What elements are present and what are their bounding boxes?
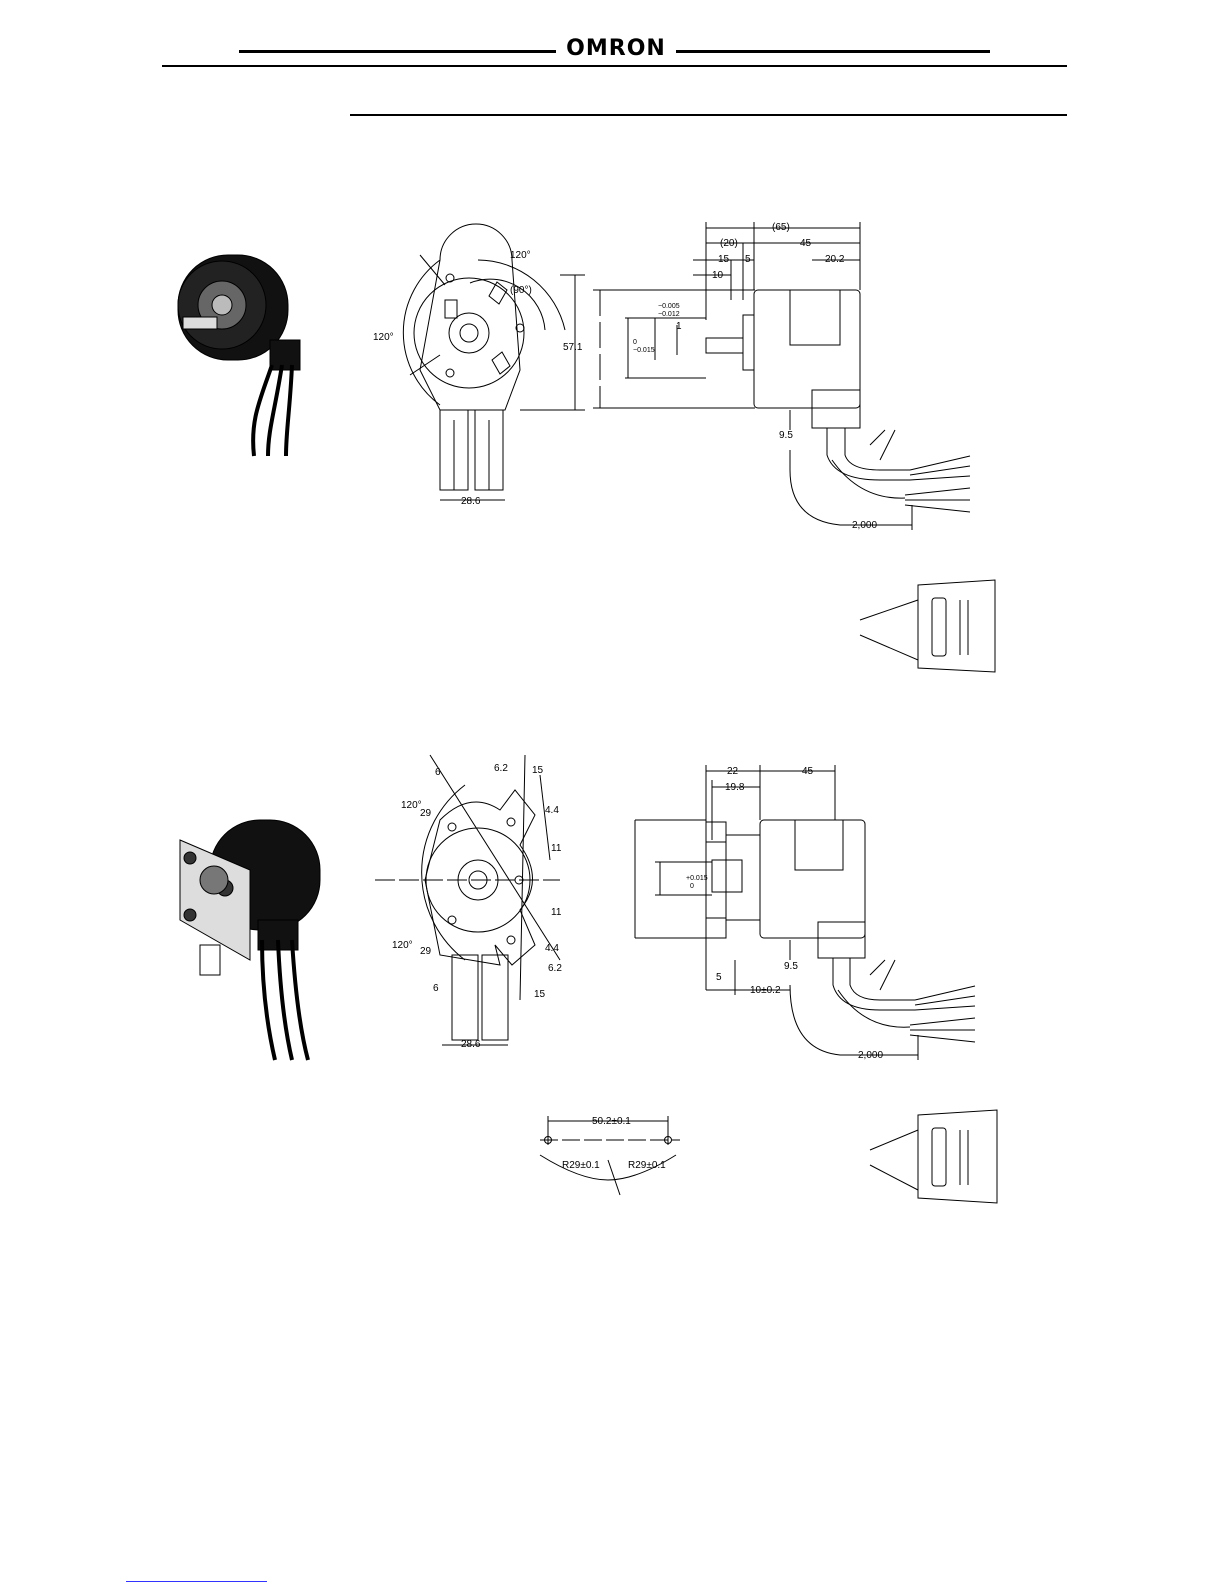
d1-dim-9-5: 9.5	[779, 430, 793, 441]
connector-1	[860, 580, 995, 672]
mount-radius-left: R29±0.1	[562, 1160, 600, 1171]
d1-dim-10: 10	[712, 270, 724, 281]
d1-height: 57.1	[563, 342, 583, 353]
d2-dim-6-2b: 6.2	[548, 963, 562, 974]
d2-cable-length: 2,000	[858, 1050, 883, 1061]
d2-angle-top: 120°	[401, 800, 422, 811]
d1-dim-15: 15	[718, 254, 730, 265]
mounting-holes	[540, 1116, 680, 1195]
d2-dim-5: 5	[716, 972, 722, 983]
d1-dim-20-2: 20.2	[825, 254, 845, 265]
d2-dim-22: 22	[727, 766, 739, 777]
d1-tol-a1: −0.005	[658, 303, 680, 310]
d1-dim-shaft-paren: (20)	[720, 238, 738, 249]
d1-width-bottom: 28.6	[461, 496, 481, 507]
d1-angle-left: 120°	[373, 332, 394, 343]
d2-dim-15b: 15	[534, 989, 546, 1000]
d2-tol-c1: +0.015	[686, 875, 708, 882]
d2-dim-6b: 6	[433, 983, 439, 994]
d2-dim-15a: 15	[532, 765, 544, 776]
d2-angle-bottom: 120°	[392, 940, 413, 951]
d1-dim-5: 5	[745, 254, 751, 265]
d2-dim-45: 45	[802, 766, 814, 777]
footer-link-underline	[126, 1581, 267, 1582]
d2-dim-29a: 29	[420, 808, 432, 819]
d2-dim-9-5: 9.5	[784, 961, 798, 972]
front-view-1	[403, 224, 585, 500]
d2-dim-19-8: 19.8	[725, 782, 745, 793]
d2-dim-6a: 6	[435, 767, 441, 778]
d2-dim-4-4b: 4.4	[545, 943, 559, 954]
d2-tol-c2: 0	[690, 883, 694, 890]
encoder-photo-1	[178, 255, 300, 456]
d1-dim-1: 1	[676, 321, 682, 332]
connector-2	[870, 1110, 997, 1203]
d2-dim-6-2a: 6.2	[494, 763, 508, 774]
side-view-2	[635, 765, 975, 1060]
d2-dim-29b: 29	[420, 946, 432, 957]
d1-angle-top: 120°	[510, 250, 531, 261]
mount-radius-right: R29±0.1	[628, 1160, 666, 1171]
d1-tol-b1: 0	[633, 339, 637, 346]
d1-tol-a2: −0.012	[658, 311, 680, 318]
front-view-2	[375, 755, 560, 1045]
encoder-photo-2	[180, 820, 320, 1060]
d1-cable-length: 2,000	[852, 520, 877, 531]
d1-angle-top-paren: (90°)	[510, 285, 532, 296]
d2-width-bottom: 28.6	[461, 1039, 481, 1050]
mount-span: 50.2±0.1	[592, 1116, 631, 1127]
d1-dim-total: (65)	[772, 222, 790, 233]
side-view-1	[593, 222, 970, 530]
d2-dim-10-tol: 10±0.2	[750, 985, 781, 996]
d2-dim-4-4a: 4.4	[545, 805, 559, 816]
d2-dim-11b: 11	[551, 907, 562, 918]
d2-dim-11a: 11	[551, 843, 562, 854]
d1-dim-body: 45	[800, 238, 812, 249]
d1-tol-b2: −0.015	[633, 347, 655, 354]
